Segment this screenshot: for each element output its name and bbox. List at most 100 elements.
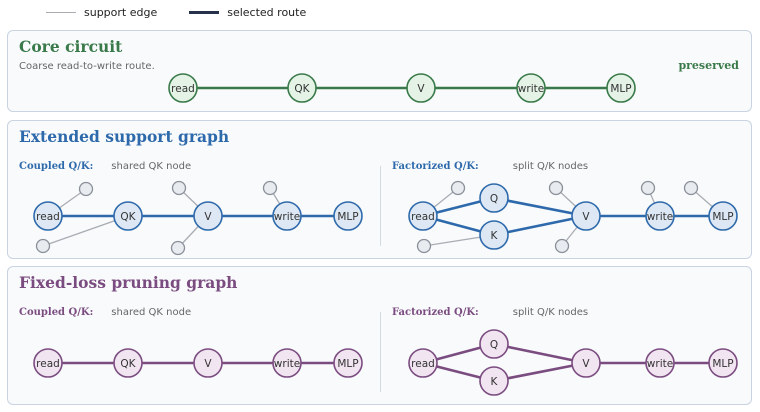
support-node [35,238,51,254]
node-mlp-label: MLP [337,358,358,370]
node-mlp [606,73,636,103]
pruning-panel: Fixed-loss pruning graph Coupled Q/K: sh… [7,266,752,405]
support-node [78,181,94,197]
divider [380,312,381,392]
extended-support-panel: Extended support graph Coupled Q/K: shar… [7,120,752,259]
node-mlp [708,348,738,378]
node-mlp-label: MLP [337,211,358,223]
coupled-note: shared QK node [111,307,192,318]
support-edge [42,215,129,247]
node-v [571,348,601,378]
node-read-label: read [171,83,195,95]
node-v-label: V [204,211,212,223]
node-v [571,201,601,231]
route-edge-q-v [493,196,587,218]
factorized-label: Factorized Q/K: [392,307,479,318]
route-edge-k-v [493,214,587,237]
node-write-label: write [274,211,300,223]
factorized-note: split Q/K nodes [512,307,589,318]
node-read [33,348,63,378]
node-q-label: Q [490,339,498,351]
node-qk [287,73,317,103]
core-title: Core circuit [19,37,123,56]
core-circuit-panel: Core circuit Coarse read-to-write route.… [7,30,752,112]
extended-graph: read QK V write MLP read Q K V write MLP [33,180,738,256]
node-write-label: write [647,358,673,370]
legend-selected-label: selected route [227,5,307,19]
support-node [640,180,656,196]
support-node [262,180,278,196]
node-q [479,329,509,359]
coupled-label: Coupled Q/K: [19,161,94,172]
route-edge-q-v [493,342,587,365]
node-v [193,201,223,231]
extended-coupled-header: Coupled Q/K: shared QK node [19,161,191,172]
node-qk-label: QK [120,211,136,223]
node-write-label: write [647,211,673,223]
node-v-label: V [582,358,590,370]
node-k-label: K [491,376,499,388]
support-node [170,240,186,256]
pruning-graph: read QK V write MLP read Q K V write MLP [33,329,738,396]
node-qk [113,348,143,378]
legend: support edge selected route [46,5,338,19]
node-write [645,201,675,231]
node-k-label: K [491,230,499,242]
support-node [683,180,699,196]
support-edge-swatch [46,11,76,13]
node-v-label: V [582,211,590,223]
support-node [450,180,466,196]
preserved-badge: preserved [678,59,739,72]
support-node [554,238,570,254]
coupled-note: shared QK node [111,161,192,172]
node-write-label: write [274,358,300,370]
node-qk [113,201,143,231]
coupled-label: Coupled Q/K: [19,307,94,318]
factorized-note: split Q/K nodes [512,161,589,172]
divider [380,166,381,246]
core-description: Coarse read-to-write route. [19,61,155,72]
core-graph: read QK V write MLP [168,73,636,103]
node-write [516,73,546,103]
node-read-label: read [411,211,435,223]
node-qk-label: QK [294,83,310,95]
node-write [645,348,675,378]
support-node [548,180,564,196]
legend-selected: selected route [189,6,306,19]
node-k [479,220,509,250]
node-write [272,348,302,378]
legend-support-label: support edge [84,5,158,19]
extended-title: Extended support graph [19,127,230,146]
node-mlp-label: MLP [712,358,733,370]
node-v-label: V [204,358,212,370]
node-q [479,183,509,213]
support-node [416,238,432,254]
node-read [168,73,198,103]
node-mlp-label: MLP [712,211,733,223]
pruning-factorized-header: Factorized Q/K: split Q/K nodes [392,307,588,318]
node-mlp-label: MLP [610,83,631,95]
node-read-label: read [36,211,60,223]
support-node [171,180,187,196]
node-read-label: read [36,358,60,370]
pruning-coupled-header: Coupled Q/K: shared QK node [19,307,191,318]
node-qk-label: QK [120,358,136,370]
node-k [479,366,509,396]
node-read [408,201,438,231]
pruning-title: Fixed-loss pruning graph [19,273,238,292]
node-read-label: read [411,358,435,370]
node-mlp [333,201,363,231]
node-v [193,348,223,378]
extended-factorized-header: Factorized Q/K: split Q/K nodes [392,161,588,172]
factorized-label: Factorized Q/K: [392,161,479,172]
legend-support: support edge [46,6,157,19]
node-v-label: V [417,83,425,95]
selected-route-swatch [189,10,220,14]
node-v [406,73,436,103]
node-read [408,348,438,378]
node-q-label: Q [490,193,498,205]
route-edge-k-v [493,361,587,383]
node-mlp [333,348,363,378]
node-write-label: write [518,83,544,95]
node-write [272,201,302,231]
